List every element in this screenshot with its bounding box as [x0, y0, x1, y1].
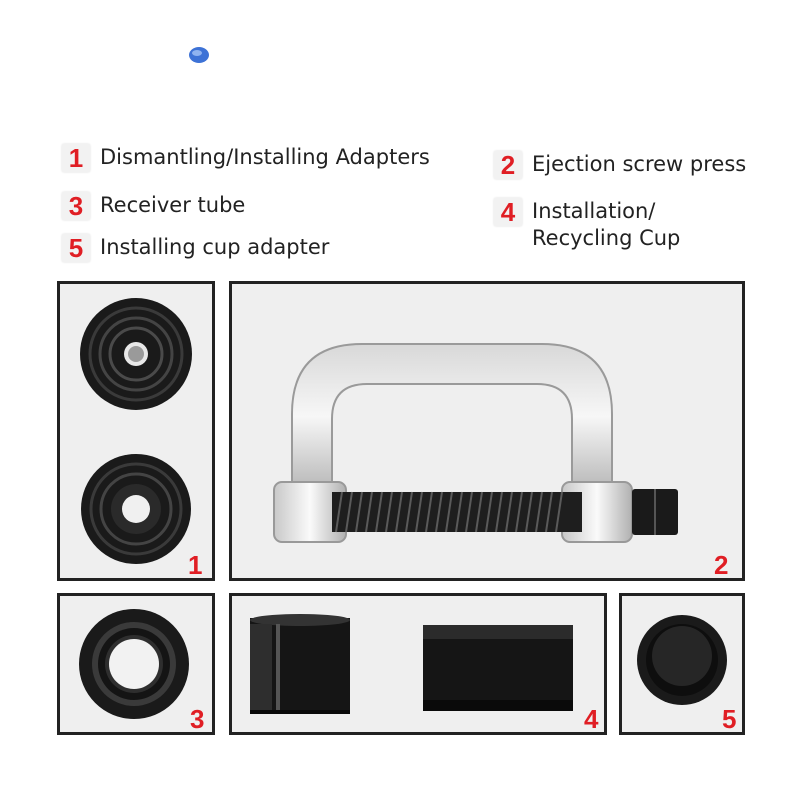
panel-cup-adapter: 5 [619, 593, 745, 735]
panel-number: 3 [190, 704, 205, 734]
legend-badge: 1 [62, 144, 90, 172]
legend-label: Dismantling/Installing Adapters [100, 145, 430, 169]
legend-item-2: 2 Ejection screw press [494, 151, 746, 179]
panel-number: 5 [722, 704, 737, 734]
legend-label: Installing cup adapter [100, 235, 330, 259]
legend-item-3: 3 Receiver tube [62, 192, 245, 220]
adapter-disc-icon [81, 454, 191, 564]
panel-adapters: 1 [57, 281, 215, 581]
adapter-disc-icon [80, 298, 192, 410]
panel-receiver-tube: 3 [57, 593, 215, 735]
c-frame-press-icon [273, 343, 678, 543]
panel-cups: 4 [229, 593, 607, 735]
legend-badge: 3 [62, 192, 90, 220]
legend-item-1: 1 Dismantling/Installing Adapters [62, 144, 430, 172]
panel-number: 1 [188, 550, 203, 580]
panel-number: 4 [584, 704, 599, 734]
panel-c-frame-press: 2 [229, 281, 745, 581]
legend-label: Ejection screw press [532, 152, 747, 176]
legend-label: Receiver tube [100, 193, 246, 217]
cup-short-icon [250, 614, 350, 714]
legend-badge: 5 [62, 234, 90, 262]
logo-icon [189, 47, 209, 63]
legend-item-4: 4 Installation/ Recycling Cup [494, 198, 680, 252]
cup-adapter-icon [637, 615, 727, 705]
panel-number: 2 [714, 550, 729, 580]
cup-long-icon [423, 625, 573, 711]
legend-label: Installation/ Recycling Cup [532, 199, 681, 250]
legend-badge: 4 [494, 198, 522, 226]
legend-item-5: 5 Installing cup adapter [62, 234, 329, 262]
receiver-tube-icon [79, 609, 189, 719]
legend-badge: 2 [494, 151, 522, 179]
